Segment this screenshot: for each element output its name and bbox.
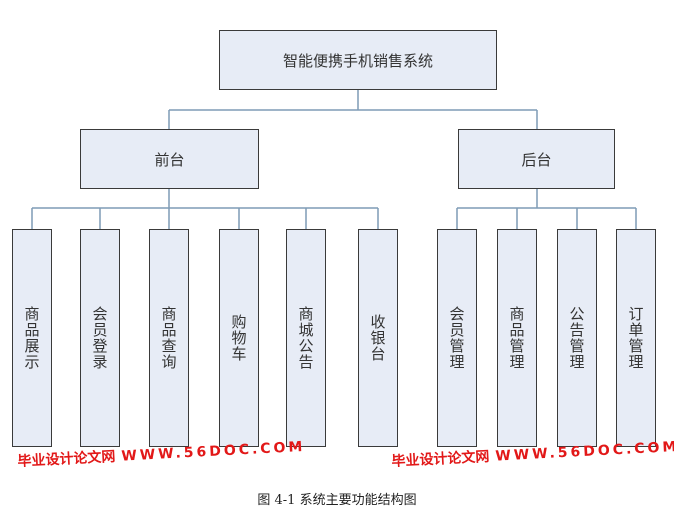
node-label: 商品管理 <box>507 306 526 370</box>
figure-caption: 图 4-1 系统主要功能结构图 <box>257 493 417 508</box>
node-label: 购物车 <box>229 314 248 362</box>
back-label: 后台 <box>521 150 552 169</box>
node-label: 订单管理 <box>626 306 645 370</box>
back-child-node: 订单管理 <box>616 229 656 447</box>
front-child-node: 收银台 <box>358 229 398 447</box>
node-label: 会员管理 <box>447 306 466 370</box>
node-label: 收银台 <box>368 314 387 362</box>
front-node: 前台 <box>80 129 259 189</box>
front-child-node: 会员登录 <box>80 229 120 447</box>
front-label: 前台 <box>154 150 185 169</box>
node-label: 商品查询 <box>159 306 178 370</box>
front-child-node: 商品展示 <box>12 229 52 447</box>
node-label: 公告管理 <box>567 306 586 370</box>
node-label: 会员登录 <box>90 306 109 370</box>
front-child-node: 购物车 <box>219 229 259 447</box>
back-child-node: 会员管理 <box>437 229 477 447</box>
node-label: 商品展示 <box>22 306 41 370</box>
front-child-node: 商城公告 <box>286 229 326 447</box>
root-node: 智能便携手机销售系统 <box>219 30 497 90</box>
back-child-node: 公告管理 <box>557 229 597 447</box>
back-child-node: 商品管理 <box>497 229 537 447</box>
front-child-node: 商品查询 <box>149 229 189 447</box>
node-label: 商城公告 <box>296 306 315 370</box>
root-label: 智能便携手机销售系统 <box>282 51 433 70</box>
back-node: 后台 <box>458 129 615 189</box>
